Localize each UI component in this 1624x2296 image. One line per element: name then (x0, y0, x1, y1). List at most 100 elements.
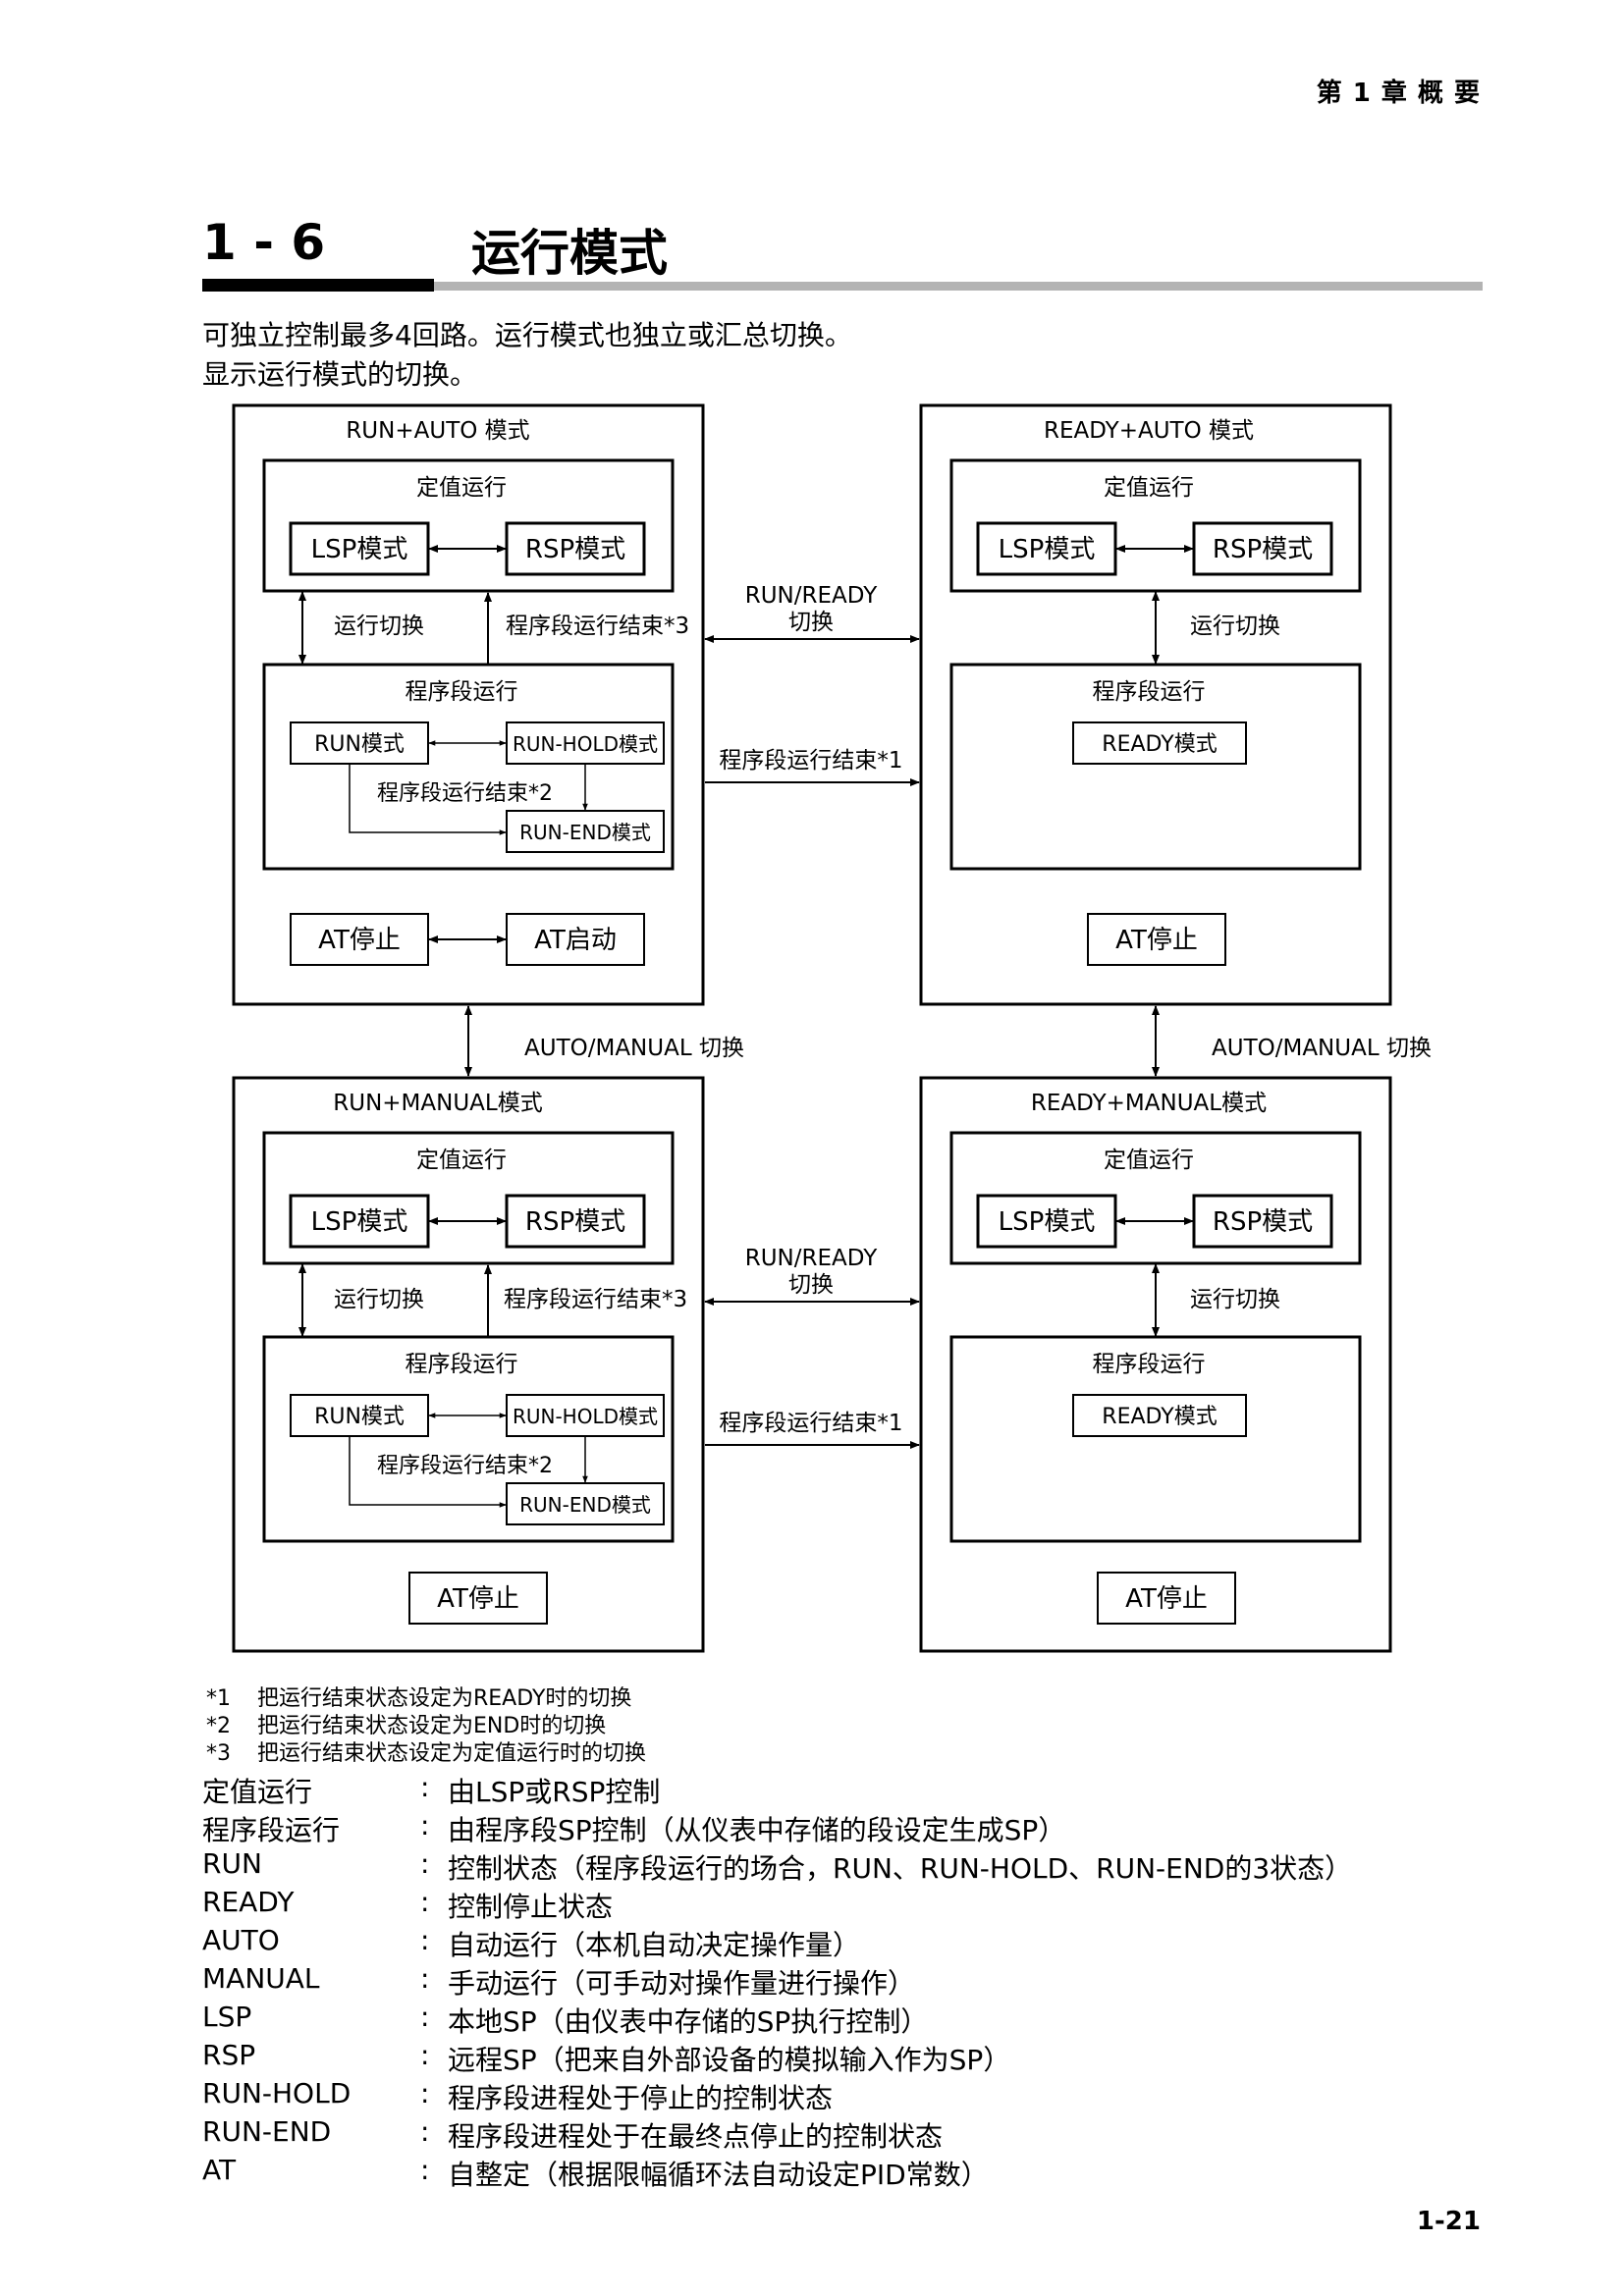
at-start-label: AT启动 (534, 926, 617, 955)
definition-colon: : (420, 1886, 430, 1918)
program-run-label: 程序段运行 (1093, 679, 1206, 705)
at-stop-label: AT停止 (318, 926, 401, 955)
definition-term: AUTO (202, 1924, 280, 1956)
quadrant-ready-manual: READY+MANUAL模式 定值运行 LSP模式 RSP模式 运行切换 程序段… (919, 1076, 1392, 1653)
quadrant-run-manual: RUN+MANUAL模式 定值运行 LSP模式 RSP模式 运行切换 程序段运行… (232, 1076, 705, 1653)
quadrant-title: READY+MANUAL模式 (1031, 1091, 1267, 1116)
connector-run-ready-top: RUN/READY 切换 (704, 583, 920, 643)
definition-text: 手动运行（可手动对操作量进行操作） (448, 1967, 916, 2000)
lsp-mode-label: LSP模式 (311, 535, 408, 564)
fixed-run-label: 定值运行 (1104, 1148, 1194, 1173)
footnote-key: *1 (206, 1686, 231, 1711)
definition-colon: : (420, 2077, 430, 2109)
definition-term: RUN-END (202, 2115, 332, 2148)
lsp-mode-label: LSP模式 (999, 535, 1096, 564)
definition-text: 远程SP（把来自外部设备的模拟输入作为SP） (448, 2044, 1011, 2076)
rsp-mode-label: RSP模式 (1213, 1207, 1313, 1237)
definition-term: RUN-HOLD (202, 2077, 352, 2109)
quadrant-title: RUN+AUTO 模式 (346, 418, 529, 444)
intro-line: 可独立控制最多4回路。运行模式也独立或汇总切换。 (202, 319, 852, 351)
rsp-mode-label: RSP模式 (525, 535, 625, 564)
footnote-text: 把运行结束状态设定为定值运行时的切换 (257, 1741, 647, 1766)
program-end-3-label: 程序段运行结束*3 (504, 1287, 687, 1312)
run-switch-label: 运行切换 (334, 1287, 424, 1312)
fixed-run-label: 定值运行 (416, 1148, 507, 1173)
title-rule-light (434, 282, 1483, 291)
program-end-3-label: 程序段运行结束*3 (506, 614, 689, 639)
definition-colon: : (420, 1962, 430, 1995)
run-hold-mode-label: RUN-HOLD模式 (513, 1405, 658, 1428)
program-end-2-label: 程序段运行结束*2 (377, 781, 553, 806)
footnote-key: *3 (206, 1741, 231, 1766)
definition-term: READY (202, 1886, 295, 1918)
lsp-mode-label: LSP模式 (999, 1207, 1096, 1237)
fixed-run-label: 定值运行 (1104, 475, 1194, 501)
section-title: 运行模式 (471, 225, 668, 282)
program-run-label: 程序段运行 (1093, 1352, 1206, 1377)
chapter-header: 第 1 章 概 要 (1316, 79, 1481, 108)
title-rule-dark (202, 279, 434, 292)
definition-term: RSP (202, 2039, 256, 2071)
switch-label: 切换 (788, 610, 834, 635)
program-end-1-label: 程序段运行结束*1 (719, 748, 902, 774)
rsp-mode-label: RSP模式 (525, 1207, 625, 1237)
connector-program-end-bottom: 程序段运行结束*1 (705, 1411, 920, 1449)
intro-line: 显示运行模式的切换。 (202, 358, 478, 391)
fixed-run-label: 定值运行 (416, 475, 507, 501)
auto-manual-label: AUTO/MANUAL 切换 (524, 1036, 744, 1061)
definition-colon: : (420, 1847, 430, 1880)
definition-term: LSP (202, 2001, 252, 2033)
connector-program-end-top: 程序段运行结束*1 (705, 748, 920, 786)
connector-run-ready-bottom: RUN/READY 切换 (704, 1246, 920, 1306)
ready-mode-label: READY模式 (1102, 1405, 1217, 1429)
definition-colon: : (420, 1809, 430, 1842)
operation-mode-diagram: RUN+AUTO 模式 定值运行 LSP模式 RSP模式 运行切换 程序段运行结… (232, 403, 1432, 1653)
at-stop-label: AT停止 (1115, 926, 1198, 955)
footnote: *3 把运行结束状态设定为定值运行时的切换 (206, 1735, 646, 1767)
run-switch-label: 运行切换 (334, 614, 424, 639)
program-run-label: 程序段运行 (406, 679, 518, 705)
run-ready-label: RUN/READY (745, 583, 878, 609)
quadrant-title: RUN+MANUAL模式 (333, 1091, 542, 1116)
at-stop-label: AT停止 (437, 1584, 519, 1614)
definition-colon: : (420, 2039, 430, 2071)
quadrant-run-auto: RUN+AUTO 模式 定值运行 LSP模式 RSP模式 运行切换 程序段运行结… (232, 403, 705, 1006)
definition-colon: : (420, 2154, 430, 2186)
footnote: *1 把运行结束状态设定为READY时的切换 (206, 1681, 631, 1712)
ready-mode-label: READY模式 (1102, 732, 1217, 757)
connector-auto-manual-right: AUTO/MANUAL 切换 (1152, 1005, 1432, 1077)
definition-colon: : (420, 2001, 430, 2033)
run-end-mode-label: RUN-END模式 (519, 821, 651, 844)
connector-auto-manual-left: AUTO/MANUAL 切换 (464, 1005, 744, 1077)
run-ready-label: RUN/READY (745, 1246, 878, 1271)
switch-label: 切换 (788, 1272, 834, 1298)
definition-text: 本地SP（由仪表中存储的SP执行控制） (448, 2005, 929, 2038)
definition-text: 由程序段SP控制（从仪表中存储的段设定生成SP） (448, 1814, 1066, 1846)
definition-term: AT (202, 2154, 237, 2186)
program-end-1-label: 程序段运行结束*1 (719, 1411, 902, 1436)
page-number: 1-21 (1416, 2207, 1481, 2236)
program-run-label: 程序段运行 (406, 1352, 518, 1377)
auto-manual-label: AUTO/MANUAL 切换 (1212, 1036, 1432, 1061)
footnote-key: *2 (206, 1714, 231, 1738)
definition-text: 自动运行（本机自动决定操作量） (448, 1929, 861, 1961)
definition-text: 控制状态（程序段运行的场合，RUN、RUN-HOLD、RUN-END的3状态） (448, 1852, 1353, 1885)
run-switch-label: 运行切换 (1190, 1287, 1280, 1312)
run-mode-label: RUN模式 (314, 732, 405, 757)
definition-term: RUN (202, 1847, 262, 1880)
rsp-mode-label: RSP模式 (1213, 535, 1313, 564)
definition-colon: : (420, 1924, 430, 1956)
definition-colon: : (420, 2115, 430, 2148)
footnote-text: 把运行结束状态设定为READY时的切换 (257, 1686, 632, 1711)
run-hold-mode-label: RUN-HOLD模式 (513, 732, 658, 756)
run-end-mode-label: RUN-END模式 (519, 1493, 651, 1517)
definition-term: 定值运行 (202, 1776, 313, 1808)
definition-text: 控制停止状态 (448, 1891, 614, 1923)
quadrant-title: READY+AUTO 模式 (1044, 418, 1254, 444)
definition-term: MANUAL (202, 1962, 320, 1995)
definition-text: 程序段进程处于停止的控制状态 (448, 2082, 834, 2114)
section-number: 1 - 6 (202, 214, 326, 271)
run-mode-label: RUN模式 (314, 1405, 405, 1429)
quadrant-ready-auto: READY+AUTO 模式 定值运行 LSP模式 RSP模式 运行切换 程序段运… (919, 403, 1392, 1006)
